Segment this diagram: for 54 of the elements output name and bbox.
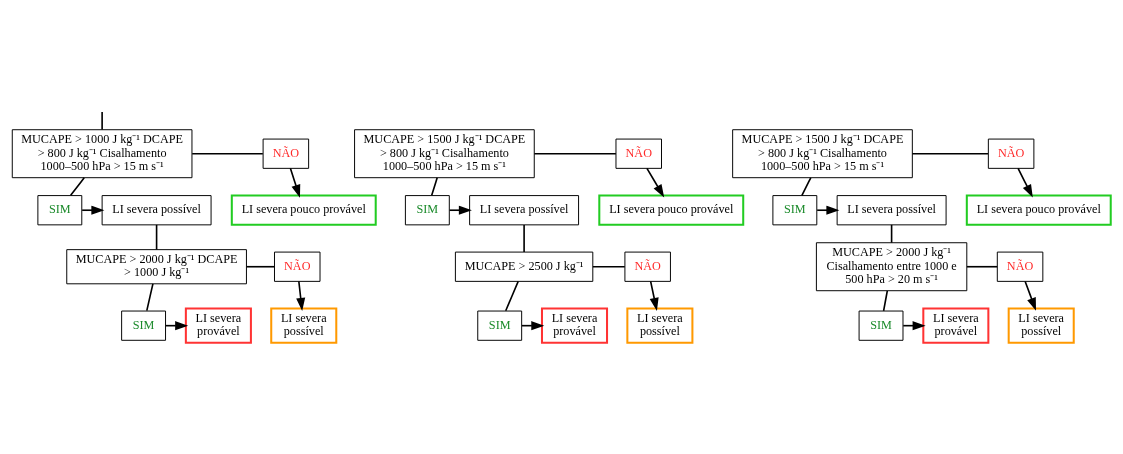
node-box: LI severa possível — [469, 195, 580, 226]
connector — [191, 152, 264, 155]
connector — [504, 280, 519, 312]
connector — [430, 177, 438, 197]
connector — [592, 265, 626, 268]
node-box: SIM — [477, 310, 523, 341]
connector — [146, 283, 154, 312]
node-box: MUCAPE > 2000 J kg⁻¹ Cisalhamento entre 1000 e 500 hPa > 20 m s⁻¹ — [815, 242, 968, 292]
node-box: LI severa pouco provável — [965, 194, 1112, 226]
node-box: LI severa provável — [184, 307, 252, 344]
node-box: SIM — [858, 310, 904, 341]
node-box: MUCAPE > 1500 J kg⁻¹ DCAPE > 800 J kg⁻¹ Cisalhamento 1000–500 hPa > 15 m s⁻¹ — [354, 129, 535, 179]
node-box: SIM — [404, 195, 450, 226]
arrow — [649, 280, 659, 311]
arrow — [296, 280, 306, 311]
connector — [882, 290, 889, 312]
node-box: NÃO — [274, 251, 321, 282]
connector — [101, 111, 103, 131]
node-box: LI severa possível — [1007, 307, 1075, 344]
node-box: LI severa possível — [270, 307, 338, 344]
arrow — [289, 167, 301, 198]
connector — [69, 177, 85, 197]
connector — [966, 265, 999, 268]
arrow — [448, 205, 472, 215]
node-box: SIM — [772, 195, 818, 226]
connector — [911, 152, 989, 155]
node-box: NÃO — [262, 138, 310, 169]
node-box: LI severa pouco provável — [598, 194, 745, 226]
node-box: NÃO — [996, 251, 1044, 282]
node-box: LI severa provável — [540, 307, 609, 344]
node-box: MUCAPE > 2000 J kg⁻¹ DCAPE > 1000 J kg⁻¹ — [66, 249, 247, 285]
node-box: MUCAPE > 1000 J kg⁻¹ DCAPE > 800 J kg⁻¹ Cisalhamento 1000–500 hPa > 15 m s⁻¹ — [11, 129, 193, 179]
connector — [533, 152, 617, 155]
node-box: LI severa pouco provável — [230, 194, 377, 226]
node-box: SIM — [121, 310, 167, 341]
node-box: LI severa provável — [922, 307, 990, 344]
arrow — [81, 205, 105, 215]
node-box: SIM — [37, 195, 83, 226]
node-box: MUCAPE > 1500 J kg⁻¹ DCAPE > 800 J kg⁻¹ Cisalhamento 1000–500 hPa > 15 m s⁻¹ — [732, 129, 913, 179]
node-box: NÃO — [615, 138, 662, 169]
node-box: LI severa possível — [101, 195, 212, 226]
node-box: NÃO — [624, 251, 671, 282]
connector — [523, 224, 525, 253]
node-box: MUCAPE > 2500 J kg⁻¹ — [454, 251, 594, 282]
node-box: LI severa possível — [836, 195, 947, 226]
node-box: LI severa possível — [626, 307, 694, 344]
arrow — [816, 205, 840, 215]
connector — [801, 177, 812, 197]
node-box: NÃO — [987, 138, 1035, 169]
connector — [245, 265, 276, 268]
arrow — [646, 167, 665, 198]
connector — [155, 224, 158, 251]
arrow — [1024, 280, 1036, 311]
arrow — [1017, 167, 1033, 198]
